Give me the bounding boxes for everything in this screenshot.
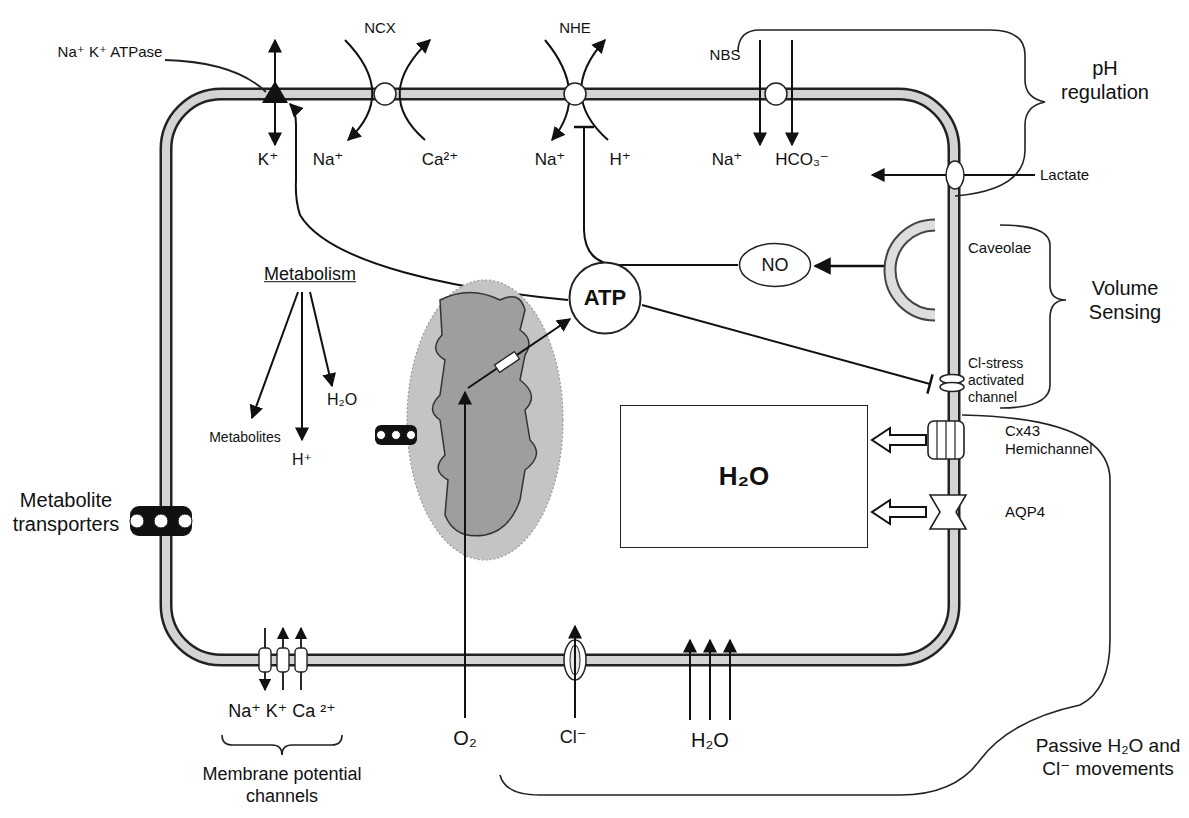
water-arrow (689, 640, 691, 720)
chloride-arrow (574, 626, 576, 718)
pump-symbol (262, 81, 288, 103)
water-flow-arrow (872, 500, 926, 524)
text-label: Metabolism (264, 264, 356, 286)
transporter-dot (130, 514, 144, 528)
caveola (890, 225, 935, 315)
water-flow-arrow (872, 428, 926, 452)
inhibition-bar (574, 126, 594, 129)
text-label: Metabolites (209, 429, 281, 446)
transporter-dot (407, 431, 416, 440)
text-label: Passive H₂O and Cl⁻ movements (1028, 735, 1188, 781)
inhibition-bar (927, 374, 932, 393)
text-label: Caveolae (968, 239, 1031, 257)
channel-symbol (277, 648, 289, 672)
node-text: NO (762, 255, 789, 276)
water-arrow (709, 640, 711, 720)
brace (738, 30, 1045, 196)
text-label: Cl⁻ (560, 727, 587, 749)
text-label: Metabolite transporters (6, 488, 126, 536)
text-label: Na⁺ (313, 150, 344, 170)
ion-arrow (759, 40, 761, 145)
text-label: H⁺ (609, 150, 630, 170)
text-label: H₂O (327, 390, 357, 409)
lactate-transporter (946, 161, 964, 189)
cell-membrane-core (166, 94, 954, 660)
ion-arrow (791, 40, 793, 145)
inhibition-line (642, 305, 930, 384)
mitochondrion (407, 280, 563, 560)
node-text: H₂O (719, 461, 770, 492)
text-label: Na⁺ K⁺ Ca ²⁺ (228, 701, 336, 723)
text-label: Na⁺ (712, 150, 743, 170)
cristae (433, 293, 537, 536)
node-text: ATP (584, 285, 626, 311)
text-label: Na⁺ (535, 150, 566, 170)
transporter-dot (154, 514, 168, 528)
oxygen-arrow (464, 392, 466, 718)
inhibition-line (584, 128, 738, 265)
transporter-dot (392, 431, 401, 440)
text-label: AQP4 (1005, 503, 1045, 521)
aquaporin-symbol (930, 495, 966, 529)
ion-arrow (345, 40, 372, 140)
metabolism-arrow (310, 292, 332, 386)
node-shape (570, 263, 641, 334)
metabolite-transporter (130, 506, 192, 536)
exchanger-symbol (564, 83, 586, 105)
metabolism-arrow (252, 292, 298, 418)
leader-line (165, 60, 266, 92)
text-label: Cx43 Hemichannel (1005, 422, 1105, 458)
atp-synthase (495, 352, 520, 373)
text-label: H⁺ (292, 450, 312, 469)
signal-arrow (815, 265, 884, 268)
text-label: pH regulation (1055, 56, 1155, 104)
mito-transporter (375, 425, 417, 445)
text-label: O₂ (453, 726, 476, 750)
text-label: NHE (559, 19, 591, 37)
text-label: Na⁺ K⁺ ATPase (58, 43, 163, 61)
hemichannel-detail (936, 421, 937, 459)
atp-circle: ATP (568, 261, 642, 335)
text-label: Lactate (1040, 166, 1089, 184)
text-label: NCX (364, 19, 396, 37)
channel-symbol (295, 648, 307, 672)
metabolism-arrow (301, 292, 303, 440)
cell-membrane (166, 94, 954, 660)
water-arrow (729, 640, 731, 720)
ion-arrow (400, 40, 430, 140)
text-label: K⁺ (258, 150, 278, 170)
hemichannel-detail (954, 421, 955, 459)
water-box: H₂O (620, 405, 868, 548)
hemichannel-symbol (928, 421, 964, 459)
text-label: Ca²⁺ (422, 150, 458, 170)
caveola-core (890, 225, 935, 315)
channel-ring (940, 383, 964, 392)
transporter-dot (377, 431, 386, 440)
cotransporter-symbol (765, 83, 787, 105)
brace (222, 735, 342, 755)
atp-arrow (468, 319, 570, 388)
text-label: H₂O (691, 728, 729, 752)
text-label: Cl-stress activated channel (968, 355, 1042, 405)
signal-ellipse: NO (738, 242, 812, 288)
channel-symbol (259, 648, 271, 672)
exchanger-symbol (374, 83, 396, 105)
text-label: Volume Sensing (1075, 276, 1175, 324)
transporter-dot (178, 514, 192, 528)
hemichannel-detail (945, 421, 946, 459)
text-label: HCO₃⁻ (775, 150, 829, 170)
text-label: NBS (710, 46, 741, 64)
node-shape (740, 244, 811, 287)
text-label: Membrane potential channels (192, 764, 372, 807)
